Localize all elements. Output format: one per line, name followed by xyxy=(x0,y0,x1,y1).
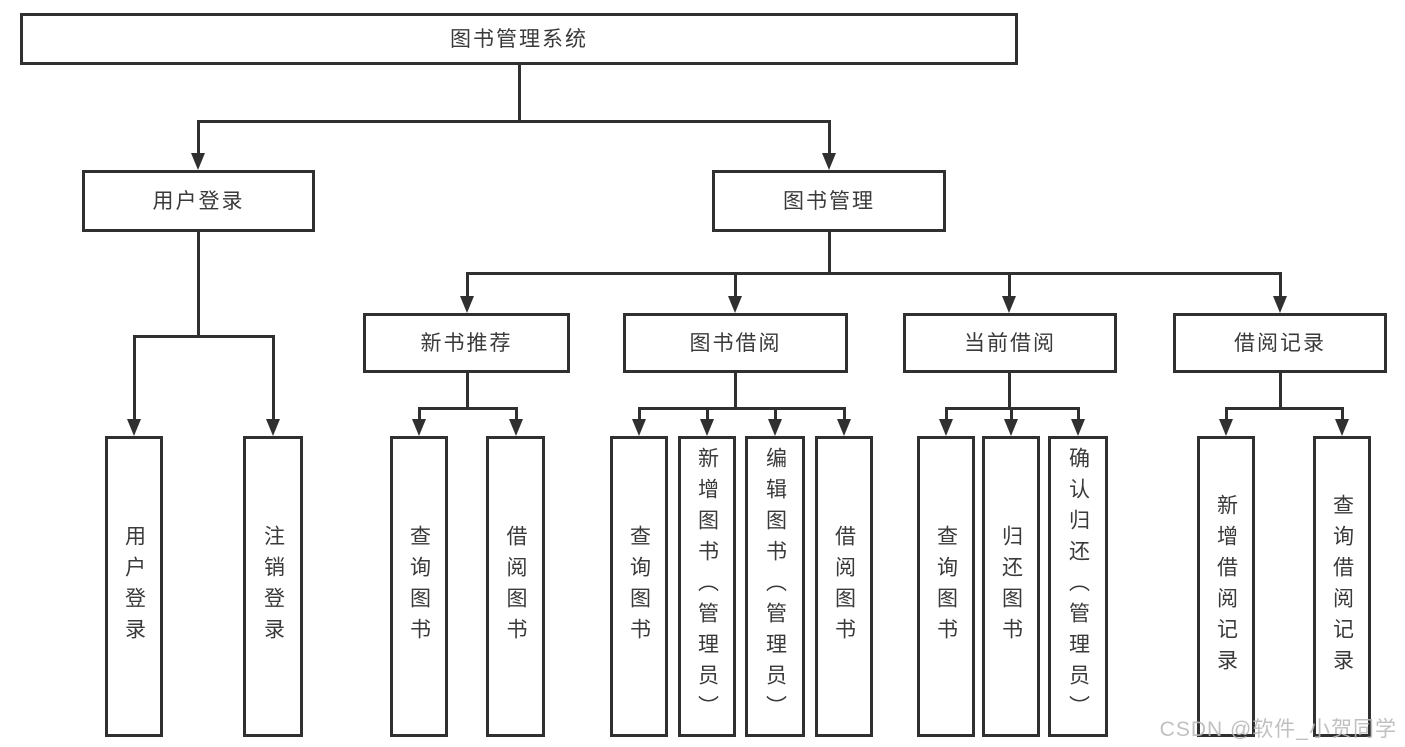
connector-drop xyxy=(1341,407,1344,419)
node-user-login: 用户登录 xyxy=(82,170,315,232)
connector-drop xyxy=(638,407,641,419)
connector-drop xyxy=(1077,407,1080,419)
connector-drop-book-management xyxy=(828,120,831,153)
connector-new-books-bar xyxy=(418,407,518,410)
connector-level1-bar xyxy=(197,120,831,123)
connector-drop-user-login xyxy=(197,120,200,153)
connector-drop-borrow-records xyxy=(1279,272,1282,296)
arrow-down-icon xyxy=(728,296,742,313)
leaf-user-login: 用户登录 xyxy=(105,436,163,737)
arrow-down-icon xyxy=(1004,419,1018,436)
connector-drop-leaf-user-login xyxy=(133,335,136,419)
connector-borrow-records-stem xyxy=(1279,373,1282,407)
connector-drop xyxy=(706,407,709,419)
leaf-return-books: 归还图书 xyxy=(982,436,1040,737)
connector-drop xyxy=(774,407,777,419)
node-library-system: 图书管理系统 xyxy=(20,13,1018,65)
arrow-down-icon xyxy=(837,419,851,436)
node-book-borrow: 图书借阅 xyxy=(623,313,848,373)
connector-drop-new-books xyxy=(466,272,469,296)
connector-drop xyxy=(843,407,846,419)
node-borrow-records: 借阅记录 xyxy=(1173,313,1387,373)
connector-drop xyxy=(945,407,948,419)
connector-root-stem xyxy=(518,65,521,120)
connector-user-login-bar xyxy=(133,335,275,338)
leaf-edit-books-admin: 编辑图书（管理员） xyxy=(745,436,805,737)
connector-book-management-stem xyxy=(828,232,831,272)
arrow-down-icon xyxy=(939,419,953,436)
arrow-down-icon xyxy=(412,419,426,436)
arrow-down-icon xyxy=(822,153,836,170)
leaf-query-books-current: 查询图书 xyxy=(917,436,975,737)
arrow-down-icon xyxy=(509,419,523,436)
arrow-down-icon xyxy=(1335,419,1349,436)
connector-book-borrow-stem xyxy=(734,373,737,407)
connector-new-books-stem xyxy=(466,373,469,407)
connector-drop xyxy=(1225,407,1228,419)
connector-book-borrow-bar xyxy=(638,407,846,410)
connector-drop xyxy=(418,407,421,419)
watermark: CSDN @软件_小贺同学 xyxy=(1159,718,1397,741)
arrow-down-icon xyxy=(266,419,280,436)
connector-drop-current-borrow xyxy=(1008,272,1011,296)
connector-borrow-records-bar xyxy=(1225,407,1344,410)
connector-drop-leaf-logout xyxy=(272,335,275,419)
leaf-query-books-recommend: 查询图书 xyxy=(390,436,448,737)
leaf-query-borrow-record: 查询借阅记录 xyxy=(1313,436,1371,737)
node-book-management: 图书管理 xyxy=(712,170,946,232)
leaf-add-books-admin: 新增图书（管理员） xyxy=(678,436,736,737)
arrow-down-icon xyxy=(1273,296,1287,313)
arrow-down-icon xyxy=(191,153,205,170)
arrow-down-icon xyxy=(460,296,474,313)
connector-drop xyxy=(515,407,518,419)
arrow-down-icon xyxy=(1219,419,1233,436)
leaf-confirm-return-admin: 确认归还（管理员） xyxy=(1048,436,1108,737)
node-current-borrow: 当前借阅 xyxy=(903,313,1117,373)
connector-level2-bar xyxy=(466,272,1282,275)
connector-user-login-stem xyxy=(197,232,200,335)
connector-drop-book-borrow xyxy=(734,272,737,296)
arrow-down-icon xyxy=(127,419,141,436)
node-new-book-recommend: 新书推荐 xyxy=(363,313,570,373)
connector-current-borrow-stem xyxy=(1008,373,1011,407)
leaf-borrow-books-recommend: 借阅图书 xyxy=(486,436,545,737)
connector-drop xyxy=(1010,407,1013,419)
arrow-down-icon xyxy=(1002,296,1016,313)
arrow-down-icon xyxy=(768,419,782,436)
leaf-borrow-books: 借阅图书 xyxy=(815,436,873,737)
leaf-logout: 注销登录 xyxy=(243,436,303,737)
arrow-down-icon xyxy=(632,419,646,436)
arrow-down-icon xyxy=(700,419,714,436)
leaf-query-books-borrow: 查询图书 xyxy=(610,436,668,737)
arrow-down-icon xyxy=(1071,419,1085,436)
leaf-add-borrow-record: 新增借阅记录 xyxy=(1197,436,1255,737)
